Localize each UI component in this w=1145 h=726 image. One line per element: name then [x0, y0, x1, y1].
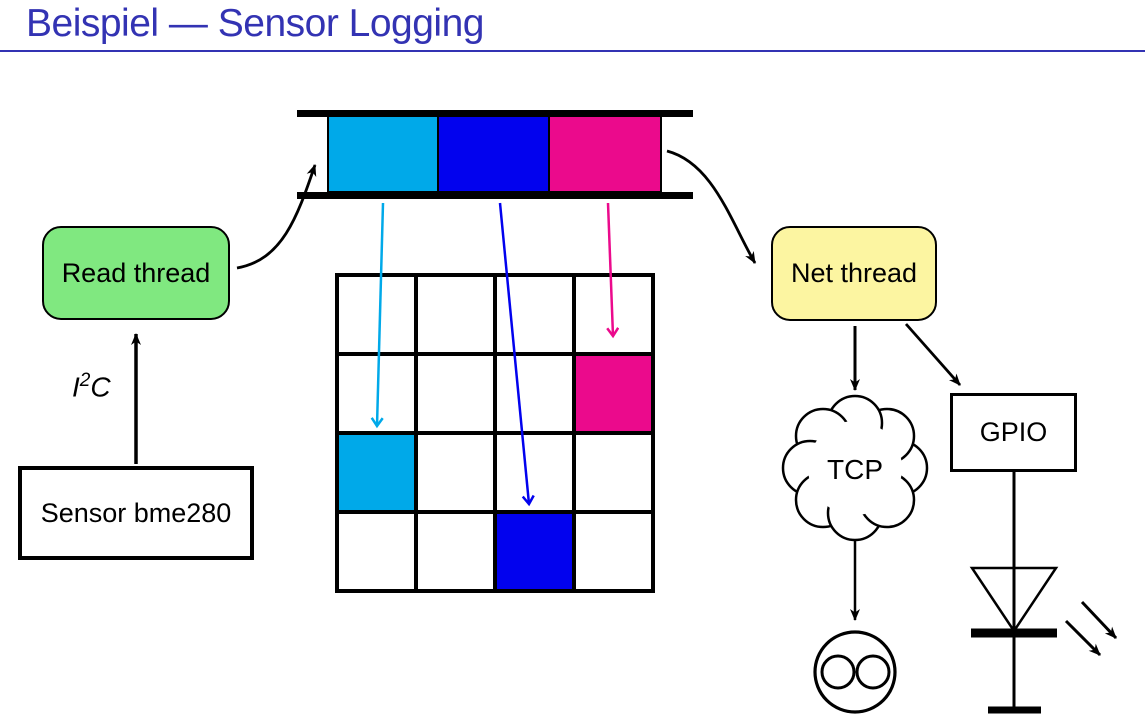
- grid-cell-r2-c0: [339, 435, 414, 510]
- grid-cell-r3-c1: [418, 514, 493, 589]
- read-thread-label: Read thread: [61, 257, 211, 288]
- queue-bottom-rail: [297, 192, 693, 199]
- read-thread-node: Read thread: [42, 226, 230, 320]
- gpio-label: GPIO: [979, 417, 1048, 447]
- queue-top-rail: [297, 110, 693, 117]
- grid-cell-r3-c3: [576, 514, 651, 589]
- power-socket-icon: [813, 630, 897, 714]
- cloud-body: [808, 421, 902, 515]
- grid-cell-r1-c0: [339, 356, 414, 431]
- gpio-node: GPIO: [950, 393, 1077, 472]
- grid-cell-r1-c1: [418, 356, 493, 431]
- grid-cell-r0-c3: [576, 277, 651, 352]
- i2c-bus-label: I2C: [72, 370, 111, 403]
- grid-cell-r1-c3: [576, 356, 651, 431]
- queue-slot-blue: [437, 112, 550, 193]
- page-title: Beispiel — Sensor Logging: [26, 2, 484, 45]
- tcp-label: TCP: [827, 454, 883, 485]
- grid-cell-r2-c2: [497, 435, 572, 510]
- queue-slot-magenta: [548, 112, 662, 193]
- sensor-label: Sensor bme280: [40, 497, 232, 528]
- queue-slot-cyan: [327, 112, 439, 193]
- sensor-node: Sensor bme280: [18, 466, 254, 560]
- arrow-queue-to-net-thread: [666, 149, 757, 264]
- grid-cell-r2-c1: [418, 435, 493, 510]
- net-thread-label: Net thread: [790, 258, 918, 288]
- arrow-read-thread-to-queue: [236, 164, 317, 270]
- led-light-arrow-1: [1080, 600, 1118, 640]
- led-diode-triangle: [969, 566, 1059, 634]
- grid-cell-r3-c0: [339, 514, 414, 589]
- grid-cell-r0-c0: [339, 277, 414, 352]
- grid-cell-r0-c2: [497, 277, 572, 352]
- net-thread-node: Net thread: [771, 226, 937, 321]
- grid-cell-r0-c1: [418, 277, 493, 352]
- tcp-cloud: TCP: [781, 394, 929, 542]
- grid-cell-r2-c3: [576, 435, 651, 510]
- grid-cell-r3-c2: [497, 514, 572, 589]
- title-underline: [0, 50, 1145, 52]
- arrow-net-thread-to-gpio: [904, 323, 962, 386]
- grid-cell-r1-c2: [497, 356, 572, 431]
- led-symbol: [969, 472, 1118, 714]
- led-light-arrow-2: [1064, 619, 1102, 657]
- storage-grid: [335, 273, 655, 593]
